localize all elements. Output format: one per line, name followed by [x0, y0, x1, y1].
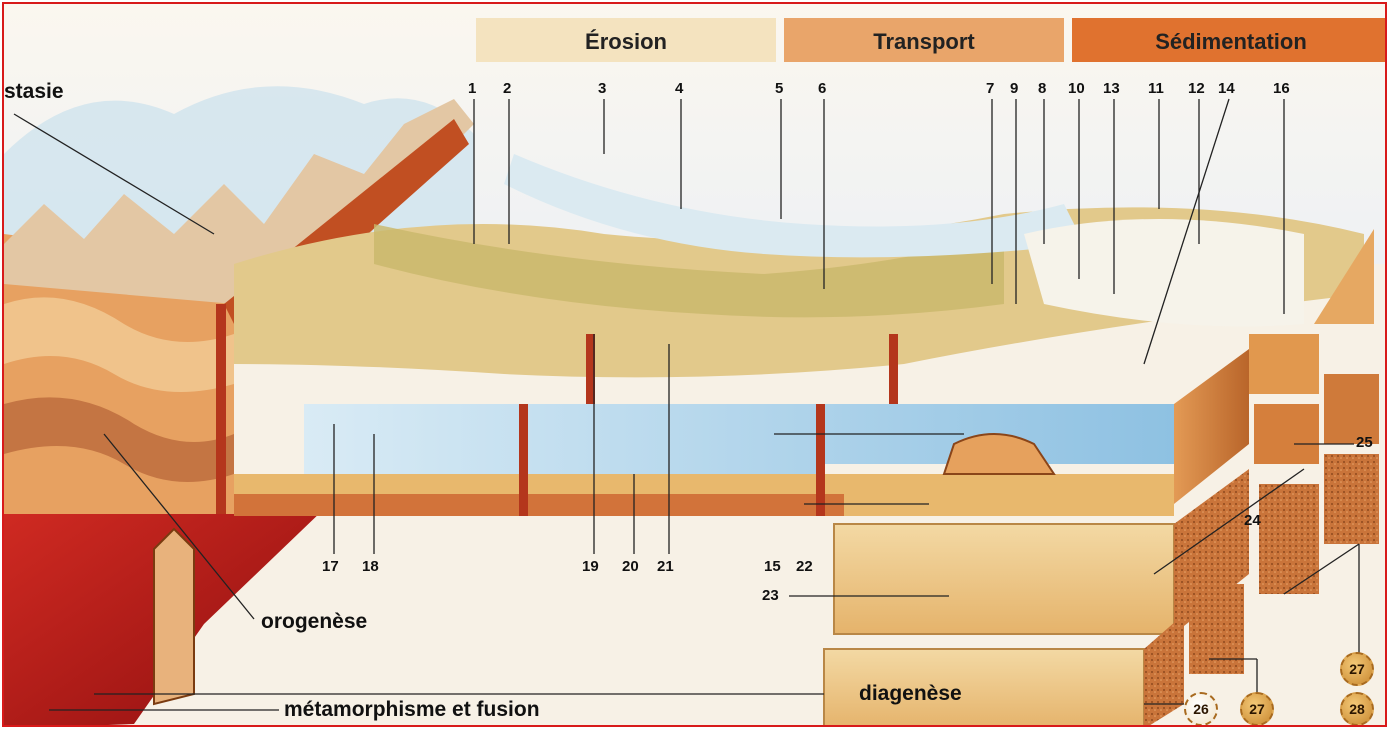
num-23: 23 — [762, 587, 779, 604]
num-9: 9 — [1010, 80, 1018, 97]
fault-line-mid-1 — [519, 404, 528, 516]
num-15: 15 — [764, 558, 781, 575]
num-2: 2 — [503, 80, 511, 97]
label-metamorphisme: métamorphisme et fusion — [284, 698, 540, 722]
badge-27a: 27 — [1240, 692, 1274, 726]
rock-cycle-illustration — [4, 4, 1387, 727]
num-3: 3 — [598, 80, 606, 97]
fault-line-left — [216, 304, 226, 514]
magma-dike — [154, 529, 194, 704]
bottom-strata — [234, 494, 844, 516]
badge-28: 28 — [1340, 692, 1374, 726]
badge-26: 26 — [1184, 692, 1218, 726]
label-orogenese: orogenèse — [261, 610, 367, 634]
num-8: 8 — [1038, 80, 1046, 97]
header-sedimentation: Sédimentation — [1072, 20, 1387, 64]
num-1: 1 — [468, 80, 476, 97]
num-21: 21 — [657, 558, 674, 575]
fault-line-top-2 — [889, 334, 898, 404]
label-stasie: stasie — [4, 80, 64, 104]
num-19: 19 — [582, 558, 599, 575]
num-7: 7 — [986, 80, 994, 97]
header-erosion: Érosion — [476, 20, 776, 64]
num-10: 10 — [1068, 80, 1085, 97]
num-5: 5 — [775, 80, 783, 97]
num-12: 12 — [1188, 80, 1205, 97]
label-diagenese: diagenèse — [859, 682, 962, 706]
num-11: 11 — [1148, 80, 1164, 97]
header-transport: Transport — [784, 20, 1064, 64]
num-20: 20 — [622, 558, 639, 575]
num-24: 24 — [1244, 512, 1261, 529]
num-22: 22 — [796, 558, 813, 575]
num-18: 18 — [362, 558, 379, 575]
num-4: 4 — [675, 80, 683, 97]
fault-line-mid-2 — [816, 404, 825, 516]
num-16: 16 — [1273, 80, 1290, 97]
num-25: 25 — [1356, 434, 1373, 451]
num-14: 14 — [1218, 80, 1235, 97]
badge-27b: 27 — [1340, 652, 1374, 686]
num-13: 13 — [1103, 80, 1120, 97]
num-6: 6 — [818, 80, 826, 97]
num-17: 17 — [322, 558, 339, 575]
